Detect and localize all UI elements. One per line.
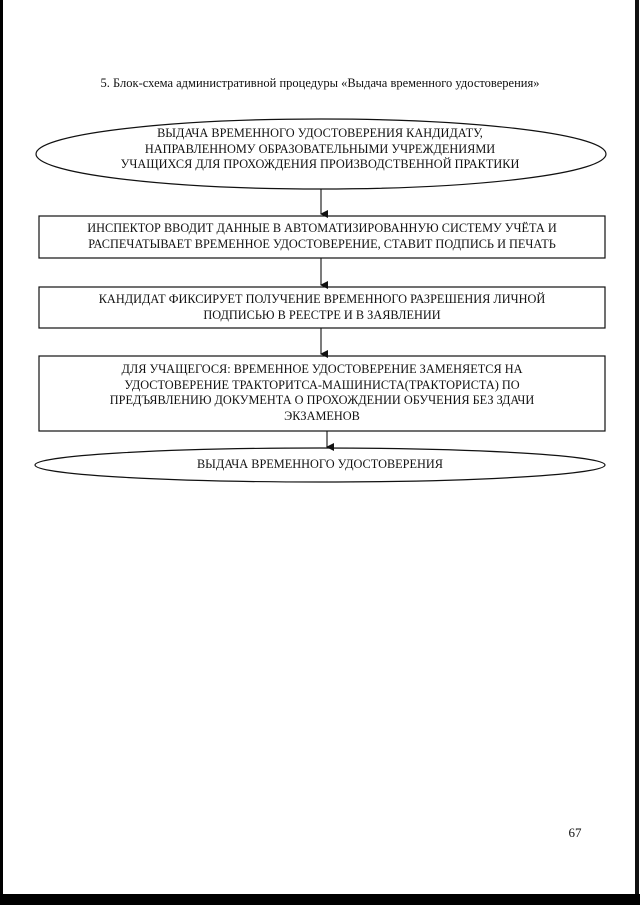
process-1-text: ИНСПЕКТОР ВВОДИТ ДАННЫЕ В АВТОМАТИЗИРОВА… <box>87 221 557 251</box>
end-terminator-text: ВЫДАЧА ВРЕМЕННОГО УДОСТОВЕРЕНИЯ <box>196 457 443 471</box>
scan-edge-right <box>635 0 639 905</box>
page-number: 67 <box>568 825 582 840</box>
scan-edge-left <box>0 0 3 905</box>
diagram-heading: 5. Блок-схема административной процедуры… <box>100 76 540 90</box>
end-terminator-shape <box>34 447 606 483</box>
start-terminator-text: ВЫДАЧА ВРЕМЕННОГО УДОСТОВЕРЕНИЯ КАНДИДАТ… <box>120 126 520 172</box>
scan-edge-bottom <box>0 894 640 905</box>
process-3-text: ДЛЯ УЧАЩЕГОСЯ: ВРЕМЕННОЕ УДОСТОВЕРЕНИЕ З… <box>109 362 535 423</box>
process-2-text: КАНДИДАТ ФИКСИРУЕТ ПОЛУЧЕНИЕ ВРЕМЕННОГО … <box>98 292 546 322</box>
